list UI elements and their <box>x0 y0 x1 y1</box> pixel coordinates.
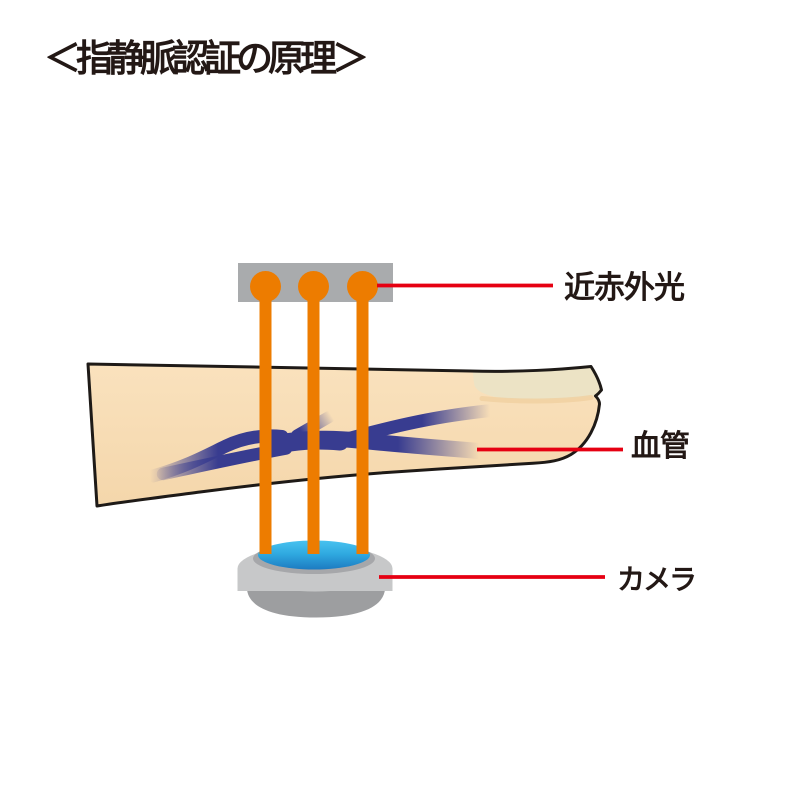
led-bulb-icon <box>250 271 281 302</box>
vein-branch-diagonal <box>333 404 495 448</box>
vein-tail-lower <box>156 442 293 481</box>
led-bulb-icon <box>347 271 378 302</box>
camera-unit <box>237 540 393 618</box>
label-camera: カメラ <box>617 564 697 595</box>
camera-lens-icon <box>258 540 370 570</box>
light-beam <box>356 287 369 554</box>
finger-outline <box>86 362 603 508</box>
camera-bowl <box>247 589 385 618</box>
leader-lines <box>377 283 623 579</box>
nail-shadow <box>479 395 594 404</box>
fingernail <box>473 366 602 400</box>
light-beam <box>259 287 272 554</box>
diagram-title: ＜指静脈認証の原理＞ <box>44 38 369 79</box>
label-blood-vessel: 血管 <box>631 430 690 463</box>
camera-body <box>237 568 393 591</box>
light-beam <box>307 287 320 554</box>
label-near-infrared: 近赤外光 <box>564 270 685 305</box>
finger-illustration <box>86 362 603 508</box>
led-bulb-icon <box>298 271 329 302</box>
light-beams <box>259 287 369 554</box>
